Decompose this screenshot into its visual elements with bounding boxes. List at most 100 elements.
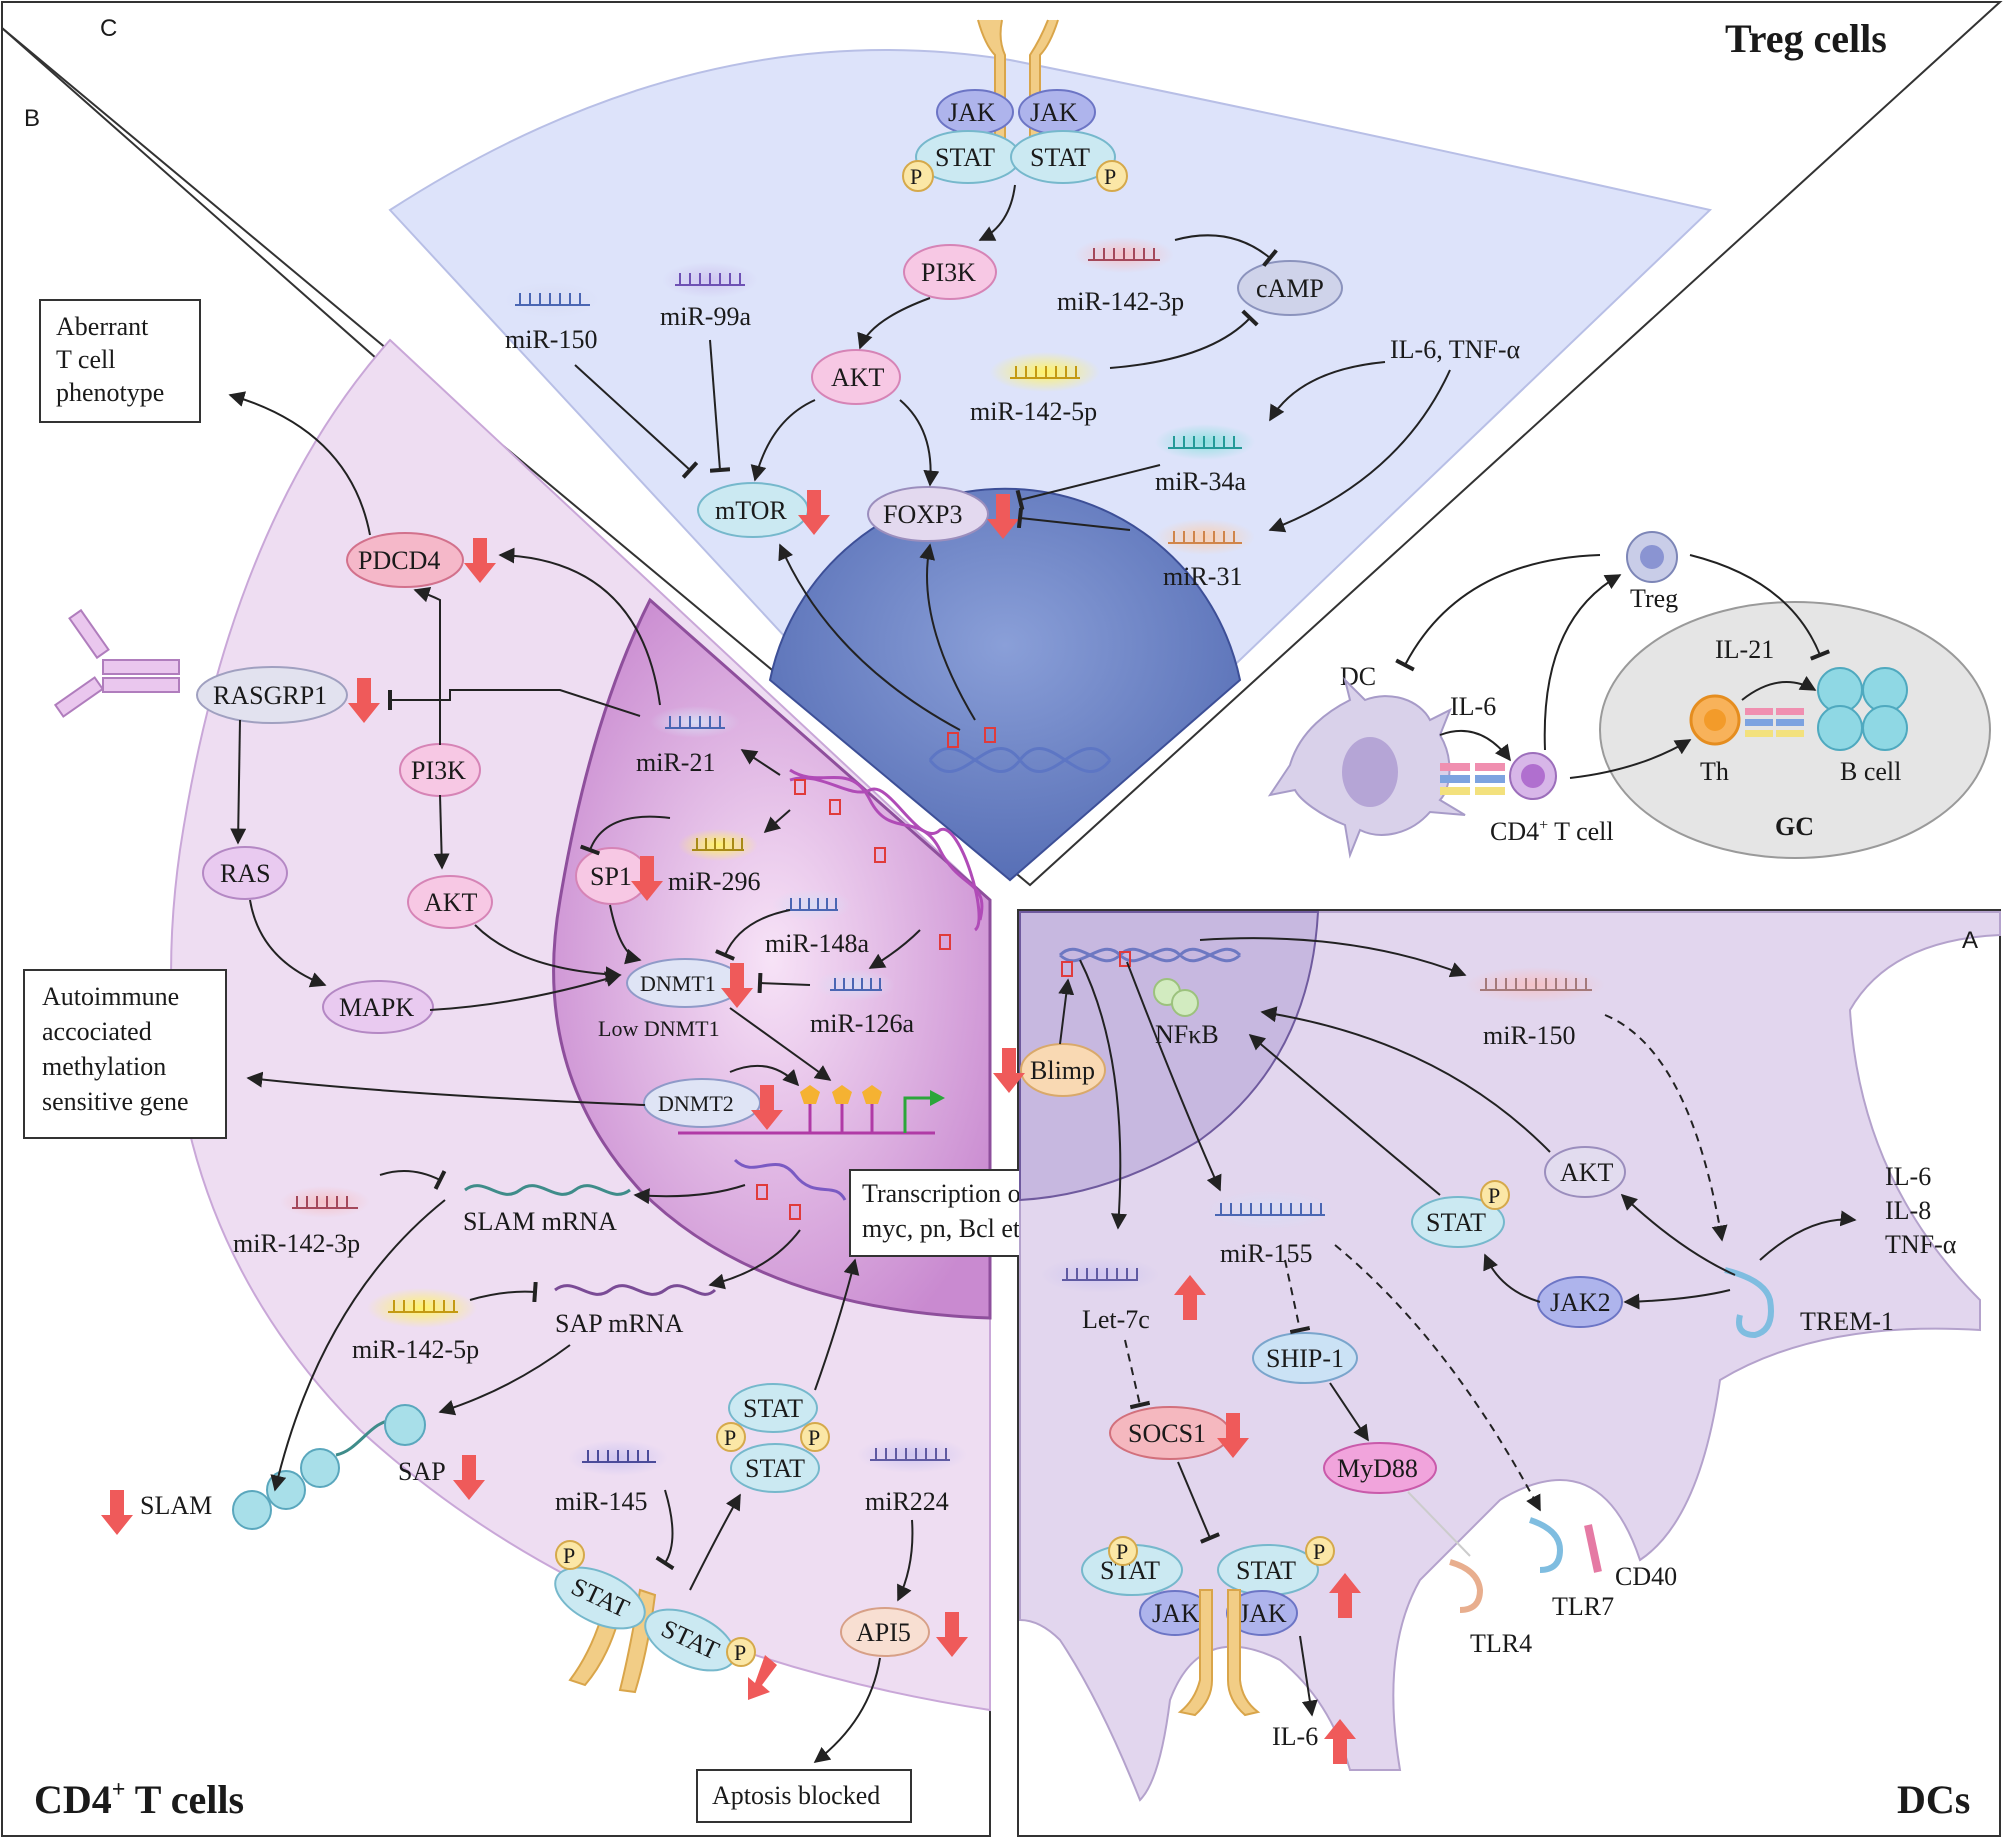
svg-text:CD40: CD40 — [1615, 1562, 1677, 1591]
dc-akt — [1544, 1146, 1626, 1198]
svg-text:P: P — [724, 1425, 736, 1450]
svg-text:Transcription of: Transcription of — [862, 1179, 1030, 1208]
cd4-nucleus — [552, 597, 992, 1320]
aptosis-box — [696, 1769, 912, 1823]
nfkb-icon — [1153, 978, 1199, 1017]
cd4-akt — [407, 875, 493, 929]
svg-text:CD4+ T cell: CD4+ T cell — [1490, 817, 1614, 846]
svg-text:STAT: STAT — [935, 143, 995, 172]
aberrant-box — [39, 299, 201, 423]
foxp3-down-arrow — [987, 494, 1019, 539]
dc-title: DCs — [1897, 1777, 1970, 1822]
cd4-dna-small — [733, 1158, 847, 1201]
svg-text:PI3K: PI3K — [921, 258, 976, 287]
treg-mir99a: miR-99a — [660, 262, 758, 331]
membrane-stat-left — [554, 1566, 646, 1630]
treg-nucleus — [768, 487, 1242, 882]
svg-text:JAK2: JAK2 — [1550, 1288, 1611, 1317]
svg-text:SAP: SAP — [398, 1457, 446, 1486]
svg-text:miR224: miR224 — [865, 1487, 949, 1516]
svg-text:DNMT2: DNMT2 — [658, 1091, 734, 1116]
slam-protein — [232, 1404, 426, 1530]
svg-text:NFκB: NFκB — [1155, 1020, 1219, 1049]
svg-text:cAMP: cAMP — [1256, 274, 1324, 303]
svg-text:IL-6: IL-6 — [1885, 1162, 1931, 1191]
treg-akt — [811, 349, 901, 405]
cd4-api5 — [840, 1607, 930, 1657]
cd4-mir224: miR224 — [857, 1437, 967, 1516]
svg-text:IL-8: IL-8 — [1885, 1196, 1931, 1225]
svg-text:MAPK: MAPK — [339, 993, 414, 1022]
svg-text:P: P — [808, 1425, 820, 1450]
svg-text:Treg: Treg — [1630, 584, 1678, 613]
cd4-panel: B CD4+ T cells Aberrant T cell phenotype… — [23, 105, 992, 1823]
dc-blimp — [1020, 1043, 1106, 1097]
svg-text:P: P — [1116, 1539, 1128, 1564]
svg-text:P: P — [910, 164, 922, 189]
tcr-antibody — [53, 608, 180, 718]
treg-mir150: miR-150 — [504, 282, 600, 354]
svg-text:GC: GC — [1775, 812, 1814, 841]
panel-b-letter: B — [24, 105, 40, 132]
svg-text:Aptosis blocked: Aptosis blocked — [712, 1781, 880, 1810]
treg-panel: C Treg cells JAK JAK STAT STAT P P PI3K … — [100, 15, 1887, 882]
svg-text:B cell: B cell — [1840, 757, 1901, 786]
nuclear-stat-bottom — [730, 1443, 820, 1493]
svg-text:SP1: SP1 — [590, 862, 632, 891]
mtor-down-arrow — [798, 490, 830, 535]
svg-text:AKT: AKT — [1560, 1158, 1614, 1187]
dc-panel: A DCs NFκB Blimp miR-150 AKT STAT P JAK2… — [993, 911, 2001, 1822]
svg-text:SLAM: SLAM — [140, 1491, 212, 1520]
phospho-left — [902, 160, 934, 192]
b-cell-cluster — [1817, 667, 1908, 751]
svg-text:miR-34a: miR-34a — [1155, 467, 1246, 496]
dc-nucleus — [1019, 911, 1320, 1202]
svg-text:myc, pn, Bcl etc.: myc, pn, Bcl etc. — [862, 1214, 1038, 1243]
svg-text:JAK: JAK — [1239, 1599, 1287, 1628]
svg-text:miR-126a: miR-126a — [810, 1009, 914, 1038]
tlr4-receptor — [1449, 1559, 1484, 1613]
svg-text:Low DNMT1: Low DNMT1 — [598, 1016, 720, 1041]
dc-mir150: miR-150 — [1465, 967, 1605, 1050]
dc-membrane-receptor — [1177, 1589, 1261, 1717]
svg-text:SLAM mRNA: SLAM mRNA — [463, 1207, 617, 1236]
nuclear-stat-top — [728, 1383, 818, 1433]
gc-inset: Treg DC IL-6 CD4+ T cell IL-21 Th B cell… — [1267, 531, 1991, 859]
svg-text:API5: API5 — [856, 1618, 911, 1647]
methylated-gene — [678, 1085, 945, 1135]
cd4-pdcd4 — [346, 532, 464, 588]
svg-text:RAS: RAS — [220, 859, 271, 888]
svg-text:Blimp: Blimp — [1030, 1056, 1095, 1085]
svg-text:miR-150: miR-150 — [1483, 1021, 1575, 1050]
phospho-right — [1096, 160, 1128, 192]
cd4-mir148a: miR-148a — [765, 889, 869, 958]
svg-text:miR-150: miR-150 — [505, 325, 597, 354]
svg-text:PI3K: PI3K — [411, 756, 466, 785]
cd4-rasgrp1 — [196, 666, 348, 724]
treg-mir1423p: miR-142-3p — [1057, 237, 1184, 316]
cd4-mir296: miR-296 — [668, 829, 760, 896]
svg-text:miR-142-5p: miR-142-5p — [970, 397, 1097, 426]
svg-text:P: P — [1313, 1539, 1325, 1564]
svg-text:miR-99a: miR-99a — [660, 302, 751, 331]
svg-text:mTOR: mTOR — [715, 496, 787, 525]
cd4-title: CD4+ T cells — [34, 1777, 244, 1822]
svg-text:AKT: AKT — [424, 888, 478, 917]
svg-text:Th: Th — [1700, 757, 1729, 786]
dc-let7c: Let-7c — [1040, 1257, 1160, 1334]
svg-text:miR-148a: miR-148a — [765, 929, 869, 958]
dc-myd88 — [1323, 1442, 1437, 1494]
treg-dna — [928, 746, 1112, 774]
treg-pi3k — [903, 244, 997, 300]
trem1-receptor — [1724, 1267, 1774, 1339]
panel-c-letter: C — [100, 15, 117, 42]
svg-text:methylation: methylation — [42, 1052, 166, 1081]
sap-mrna-strand — [554, 1284, 717, 1296]
cd40-receptor — [1584, 1524, 1602, 1573]
svg-text:STAT: STAT — [1236, 1556, 1296, 1585]
svg-text:miR-142-3p: miR-142-3p — [233, 1229, 360, 1258]
svg-text:P: P — [563, 1543, 575, 1568]
svg-text:miR-21: miR-21 — [636, 748, 715, 777]
svg-text:IL-6: IL-6 — [1272, 1722, 1318, 1751]
svg-text:P: P — [1488, 1183, 1500, 1208]
